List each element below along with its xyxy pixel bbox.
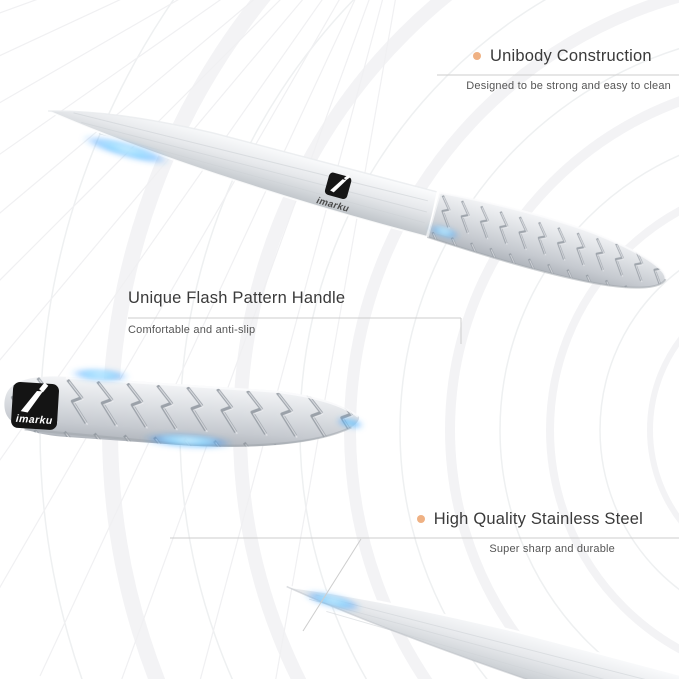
callout-title-row: Unique Flash Pattern Handle <box>128 288 468 308</box>
handle-flash-pattern <box>2 373 361 456</box>
callout-unibody-title: Unibody Construction <box>490 46 652 65</box>
logo-square <box>11 382 59 430</box>
blade-edge-highlight <box>286 585 679 679</box>
background-ray-fan <box>0 0 396 679</box>
accent-dot-icon <box>473 52 481 60</box>
middle-knife-handle: imarku <box>2 373 361 456</box>
blade-spine <box>48 110 437 193</box>
handle-bottom-shade <box>426 236 667 289</box>
callout-handle: Unique Flash Pattern Handle Comfortable … <box>128 288 468 337</box>
top-knife: imarku <box>47 110 673 304</box>
handle-top-highlight <box>439 191 667 280</box>
blue-glow-accents-middle-handle <box>70 369 364 449</box>
callout-steel: High Quality Stainless Steel Super sharp… <box>170 509 679 555</box>
blade-brushed-texture <box>73 112 428 224</box>
blue-glow-accents-top-knife <box>81 135 460 239</box>
callout-lines <box>128 74 679 632</box>
callout-handle-title: Unique Flash Pattern Handle <box>128 288 346 307</box>
callout-steel-subtitle: Super sharp and durable <box>489 543 615 555</box>
callout-steel-pointer-line <box>302 538 362 632</box>
brand-text: imarku <box>15 413 53 427</box>
knife-handle-glyph-icon <box>39 382 49 393</box>
accent-dot-icon <box>416 515 425 523</box>
knife-blade <box>48 111 437 237</box>
handle-flash-pattern <box>426 188 673 304</box>
callout-unibody: Unibody Construction Designed to be stro… <box>437 46 679 93</box>
callout-handle-subtitle: Comfortable and anti-slip <box>128 324 256 336</box>
callout-unibody-subtitle: Designed to be strong and easy to clean <box>466 80 671 92</box>
knife-handle-glyph-icon <box>343 174 351 181</box>
callout-steel-title: High Quality Stainless Steel <box>433 509 643 528</box>
bottom-knife <box>286 585 679 679</box>
knife-blade-glyph-icon <box>20 391 43 413</box>
callout-title-row: Unibody Construction <box>437 46 679 66</box>
callout-title-row: High Quality Stainless Steel <box>170 509 679 529</box>
imarku-logo-badge: imarku <box>11 382 59 430</box>
blade-edge-highlight <box>47 110 428 238</box>
handle-top-highlight <box>65 376 359 418</box>
knife-blade-glyph-icon <box>330 179 347 193</box>
